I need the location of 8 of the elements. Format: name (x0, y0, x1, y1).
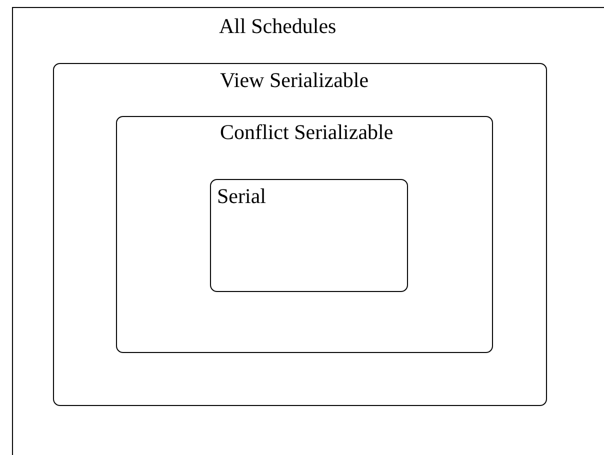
set-boundary (12, 7, 604, 455)
set-boundary (210, 179, 408, 292)
set-label: Conflict Serializable (220, 120, 394, 144)
set-boundary (116, 116, 493, 353)
set-label: Serial (217, 184, 266, 208)
set-label: View Serializable (220, 68, 369, 92)
set-boundary (53, 63, 547, 406)
set-label: All Schedules (219, 14, 336, 38)
